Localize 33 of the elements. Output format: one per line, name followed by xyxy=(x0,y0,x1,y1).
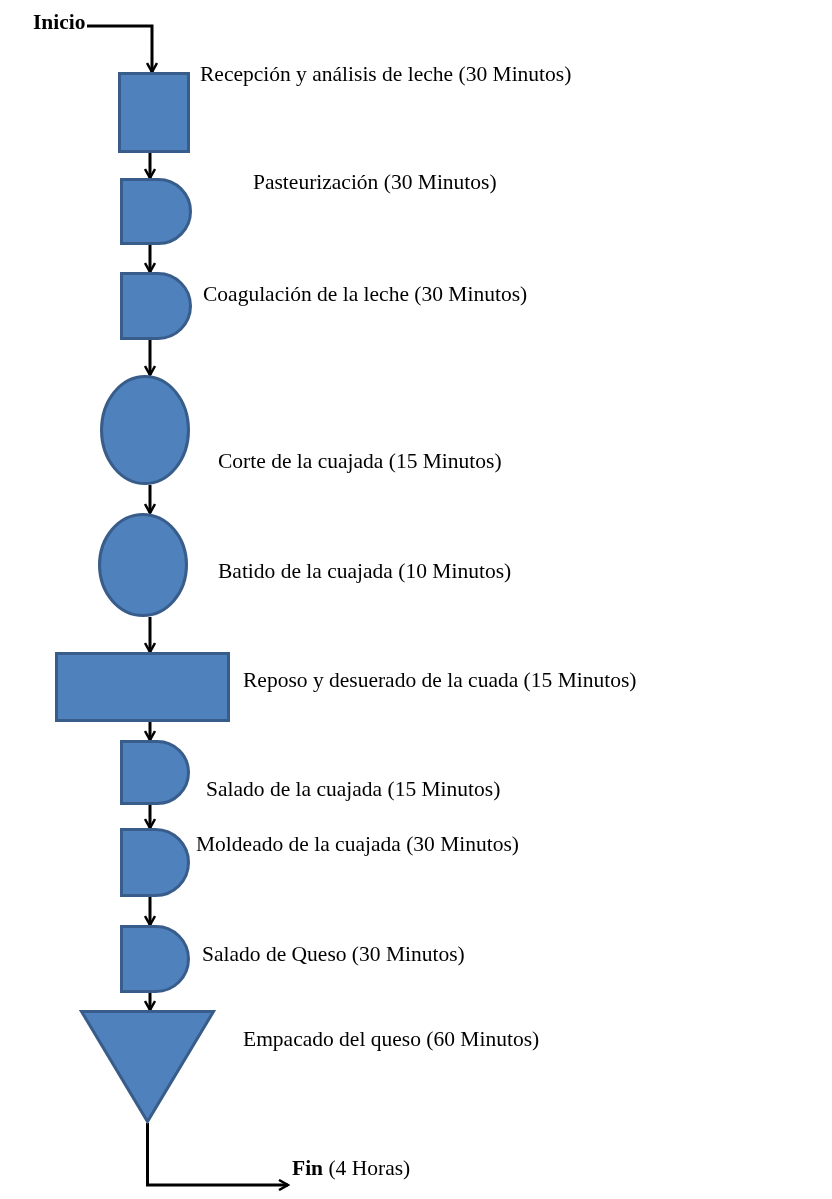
step-label: Recepción y análisis de leche (30 Minutos) xyxy=(200,62,572,87)
delay-shape xyxy=(120,272,192,340)
step-label: Moldeado de la cuajada (30 Minutos) xyxy=(196,832,519,857)
delay-shape xyxy=(120,178,192,245)
operation-circle xyxy=(98,513,188,617)
process-box xyxy=(118,72,190,153)
arrow xyxy=(143,245,157,274)
start-label: Inicio xyxy=(33,10,87,36)
arrow xyxy=(143,722,157,742)
step-label: Batido de la cuajada (10 Minutos) xyxy=(218,559,512,584)
arrow xyxy=(143,993,157,1012)
arrow xyxy=(143,805,157,830)
arrow xyxy=(143,617,157,654)
delay-shape xyxy=(120,828,190,897)
step-label: Empacado del queso (60 Minutos) xyxy=(243,1027,540,1052)
step-label: Corte de la cuajada (15 Minutos) xyxy=(218,449,502,474)
step-label: Reposo y desuerado de la cuada (15 Minutos) xyxy=(243,668,637,693)
step-label: Salado de Queso (30 Minutos) xyxy=(202,942,465,967)
arrow xyxy=(143,897,157,927)
delay-shape xyxy=(120,740,190,805)
arrow xyxy=(143,485,157,515)
step-label: Coagulación de la leche (30 Minutos) xyxy=(203,282,528,307)
step-label: Pasteurización (30 Minutos) xyxy=(253,170,497,195)
step-label: Salado de la cuajada (15 Minutos) xyxy=(206,777,501,802)
arrow xyxy=(143,153,157,180)
arrow xyxy=(143,340,157,377)
delay-shape xyxy=(120,925,190,993)
arrow xyxy=(146,1123,290,1192)
storage-triangle xyxy=(80,1010,215,1123)
operation-circle xyxy=(100,375,190,485)
process-box xyxy=(55,652,230,722)
arrow xyxy=(87,24,159,74)
end-label: Fin (4 Horas) xyxy=(292,1156,412,1182)
